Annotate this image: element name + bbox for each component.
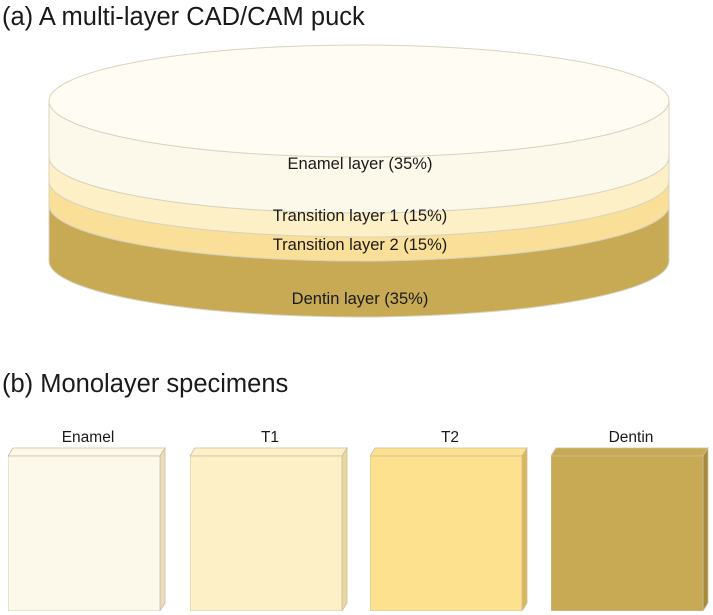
transition-layer-1-label: Transition layer 1 (15%)	[272, 207, 448, 225]
enamel-layer-label: Enamel layer (35%)	[287, 155, 433, 173]
specimen-side-face	[341, 446, 348, 611]
t1-specimen	[190, 445, 353, 611]
specimen-side-face	[702, 446, 709, 611]
specimen-top-face	[8, 447, 166, 457]
specimen-side-face	[159, 446, 166, 611]
t2-specimen	[370, 445, 533, 611]
specimen-top-face	[551, 447, 709, 457]
specimen-front-face	[370, 455, 523, 611]
specimen-top-face	[190, 447, 348, 457]
enamel-specimen-label: Enamel	[61, 429, 115, 446]
transition-layer-2-label: Transition layer 2 (15%)	[272, 236, 448, 254]
panel-a-title: (a) A multi-layer CAD/CAM puck	[2, 3, 365, 31]
specimen-front-face	[190, 455, 343, 611]
dentin-specimen	[551, 445, 713, 611]
specimen-top-face	[370, 447, 528, 457]
enamel-specimen	[8, 445, 171, 611]
dentin-layer-label: Dentin layer (35%)	[291, 290, 429, 308]
t1-specimen-label: T1	[260, 429, 280, 446]
specimen-front-face	[8, 455, 161, 611]
panel-b-title: (b) Monolayer specimens	[2, 370, 289, 398]
multilayer-puck	[48, 44, 670, 318]
specimen-side-face	[521, 446, 528, 611]
puck-top-face	[48, 44, 670, 158]
dentin-specimen-label: Dentin	[608, 429, 654, 446]
specimen-front-face	[551, 455, 704, 611]
t2-specimen-label: T2	[440, 429, 460, 446]
